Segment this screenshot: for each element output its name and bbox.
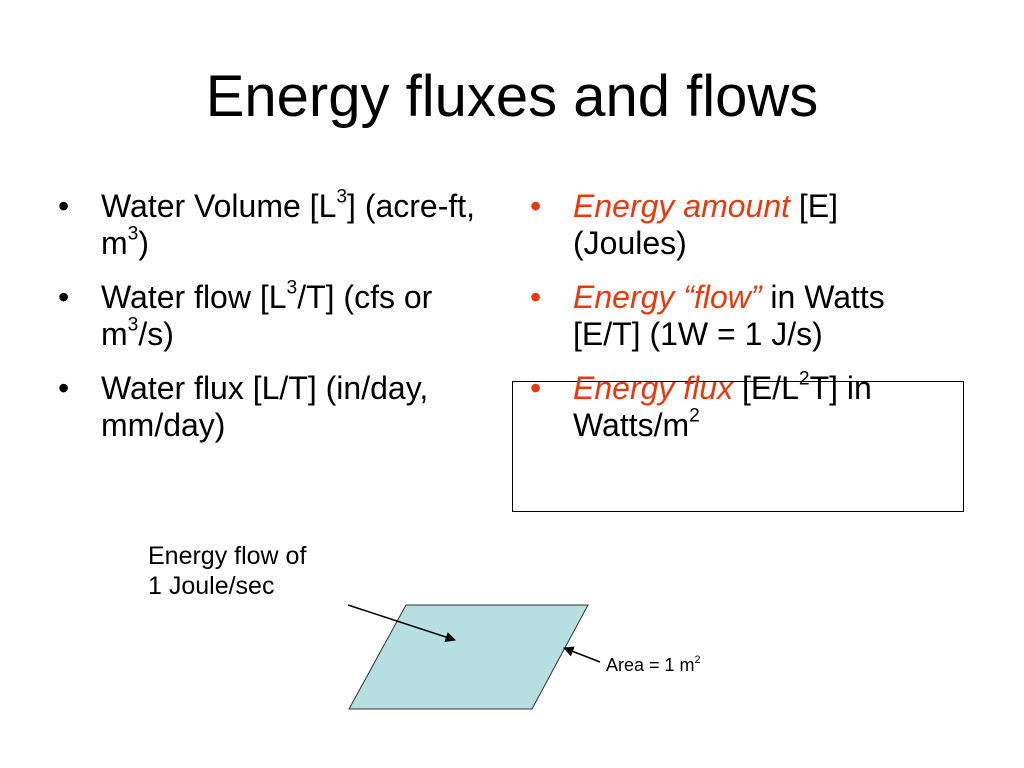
energy-flow-caption: Energy flow of 1 Joule/sec <box>148 542 307 600</box>
bullet-water-volume: Water Volume [L3] (acre-ft, m3) <box>56 188 476 262</box>
term-energy-flux: Energy flux <box>573 370 734 406</box>
energy-bullet-list: Energy amount [E] (Joules) Energy “flow”… <box>528 188 958 461</box>
water-bullet-list: Water Volume [L3] (acre-ft, m3) Water fl… <box>56 188 476 461</box>
term-energy-amount: Energy amount <box>573 188 791 224</box>
bullet-water-flux: Water flux [L/T] (in/day, mm/day) <box>56 370 476 444</box>
term-energy-flow: Energy “flow” <box>573 279 762 315</box>
bullet-energy-flux: Energy flux [E/L2T] in Watts/m2 <box>528 370 958 444</box>
bullet-energy-amount: Energy amount [E] (Joules) <box>528 188 958 262</box>
slide-title: Energy fluxes and flows <box>205 64 819 129</box>
energy-flow-arrow <box>347 604 456 643</box>
area-pointer-arrow <box>563 646 601 663</box>
area-label: Area = 1 m2 <box>606 653 701 675</box>
bullet-water-flow: Water flow [L3/T] (cfs or m3/s) <box>56 279 476 353</box>
unit-area-surface <box>348 604 589 710</box>
bullet-energy-flow: Energy “flow” in Watts [E/T] (1W = 1 J/s… <box>528 279 958 353</box>
